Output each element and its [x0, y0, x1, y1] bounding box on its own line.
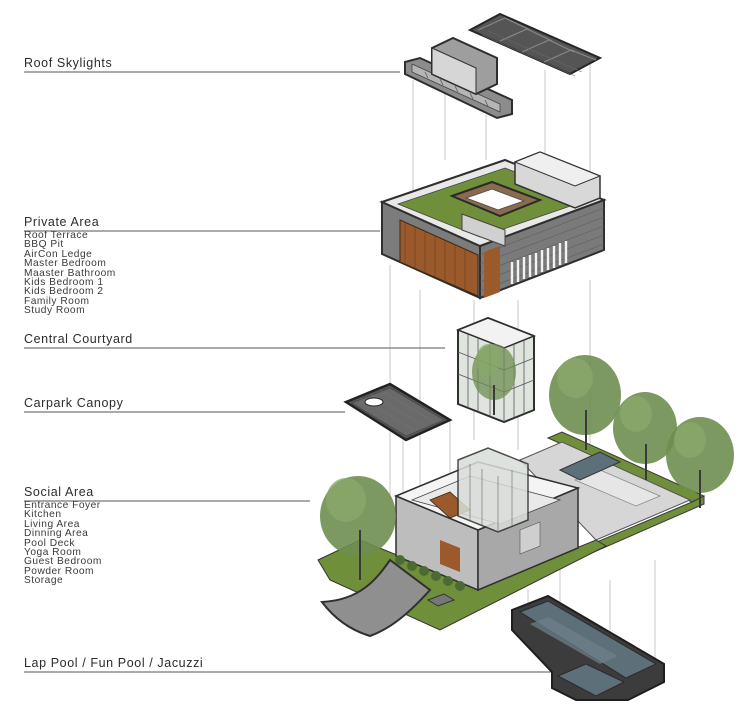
private-item: Master Bedroom	[24, 258, 107, 270]
private-item: Study Room	[24, 305, 86, 317]
right-trees	[549, 355, 734, 508]
carpark-canopy-title: Carpark Canopy	[24, 396, 124, 410]
private-area-list: Roof Terrace BBQ Pit AirCon Ledge Master…	[24, 230, 116, 317]
social-item: Living Area	[24, 518, 80, 530]
private-item: Kids Bedroom 1	[24, 277, 104, 289]
private-item: AirCon Ledge	[24, 248, 93, 260]
social-area-title: Social Area	[24, 485, 94, 499]
lap-pool-layer	[511, 594, 665, 701]
social-area-layer	[317, 355, 734, 638]
roof-skylights-label: Roof Skylights	[24, 56, 112, 70]
central-courtyard-label: Central Courtyard	[24, 332, 133, 346]
private-item: Maaster Bathroom	[24, 267, 116, 279]
central-courtyard-layer	[455, 316, 537, 424]
private-item: Kids Bedroom 2	[24, 286, 104, 298]
social-item: Kitchen	[24, 509, 62, 521]
roof-skylights-layer	[404, 12, 603, 120]
social-item: Powder Room	[24, 565, 95, 577]
roof-skylights-title: Roof Skylights	[24, 56, 113, 70]
leader-lines	[24, 71, 558, 673]
social-item: Entrance Foyer	[24, 500, 101, 511]
private-area-layer	[379, 151, 607, 300]
social-area-list: Entrance Foyer Kitchen Living Area Dinni…	[24, 500, 102, 587]
lap-pool-title: Lap Pool / Fun Pool / Jacuzzi	[24, 656, 204, 670]
social-item: Pool Deck	[24, 537, 75, 549]
carpark-canopy-layer	[343, 382, 453, 442]
social-item: Yoga Room	[24, 547, 82, 559]
social-item: Guest Bedroom	[24, 556, 102, 568]
social-area-label: Social Area Entrance Foyer Kitchen Livin…	[24, 485, 102, 586]
lap-pool-label: Lap Pool / Fun Pool / Jacuzzi	[24, 656, 203, 670]
central-courtyard-title: Central Courtyard	[24, 332, 133, 346]
social-item: Storage	[24, 575, 64, 587]
private-area-title: Private Area	[24, 215, 100, 229]
private-item: BBQ Pit	[24, 239, 64, 251]
private-area-label: Private Area Roof Terrace BBQ Pit AirCon…	[24, 215, 116, 316]
left-tree	[320, 476, 396, 580]
social-item: Dinning Area	[24, 528, 89, 540]
carpark-canopy-label: Carpark Canopy	[24, 396, 123, 410]
private-item: Roof Terrace	[24, 230, 89, 241]
private-item: Family Room	[24, 295, 90, 307]
